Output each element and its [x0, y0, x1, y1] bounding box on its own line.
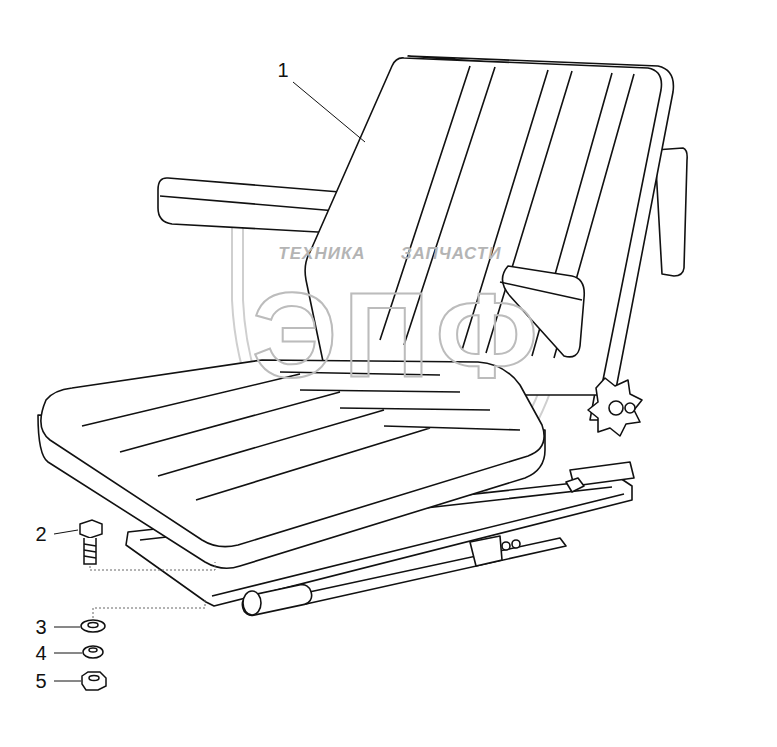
- callout-number: 1: [277, 60, 288, 80]
- watermark-text: ЗАПЧАСТИ: [401, 245, 502, 262]
- callout-number: 5: [35, 671, 46, 691]
- fasteners: [80, 520, 106, 690]
- assembly-lines: [90, 562, 215, 618]
- callout-number: 4: [35, 643, 46, 663]
- callout-number: 2: [35, 524, 46, 544]
- watermark-text: ТЕХНИКА: [278, 245, 365, 262]
- seat: [38, 56, 687, 617]
- callout-number: 3: [35, 617, 46, 637]
- watermark-logo: ЭПФ: [252, 275, 544, 395]
